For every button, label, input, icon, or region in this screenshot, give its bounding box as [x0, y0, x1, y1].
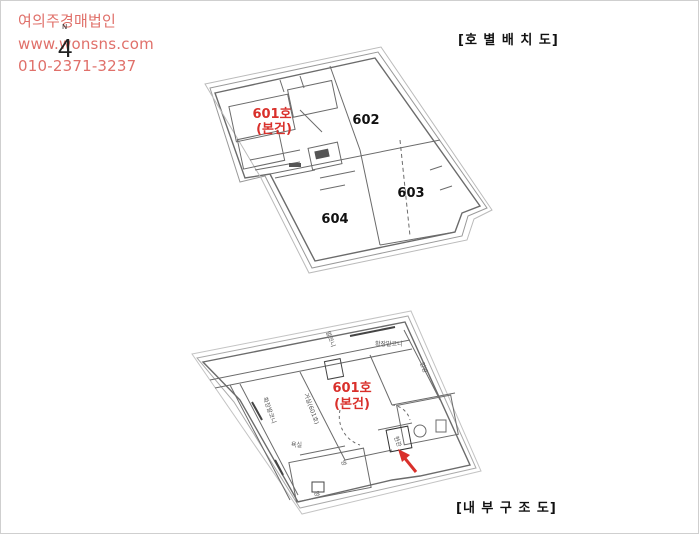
bottom-plan-heading: [내 부 구 조 도]	[456, 501, 557, 516]
watermark-company: 여의주경매법인	[18, 12, 117, 30]
room-label-living: 거실(601호)	[302, 392, 321, 425]
label-601-note: (본건)	[256, 121, 292, 137]
bottom-unit-label: 601호	[332, 381, 371, 396]
room-label-balcony-top: 발코니	[324, 330, 337, 348]
room-label-bathroom: 욕실	[291, 441, 302, 449]
label-602: 602	[352, 113, 379, 128]
bottom-floor-plan	[191, 310, 482, 515]
room-label-entrance: 현관	[392, 435, 403, 449]
bottom-unit-note: (본건)	[334, 396, 370, 412]
room-label-small: 방	[312, 490, 322, 498]
top-floor-plan	[204, 46, 493, 274]
compass-north-letter: N	[62, 23, 68, 31]
label-601: 601호	[252, 107, 291, 122]
room-label-balcony-left: 확장발코니	[261, 396, 278, 425]
watermark-website: www.wonsns.com	[18, 35, 154, 53]
room-label-bedroom: 방	[339, 459, 349, 467]
top-plan-heading: [호 별 배 치 도]	[458, 33, 559, 48]
label-604: 604	[321, 212, 348, 227]
room-label-room-right: 안방	[418, 361, 429, 375]
watermark-phone: 010-2371-3237	[18, 57, 137, 75]
north-arrow-icon: 4	[58, 33, 73, 63]
room-label-balcony-right: 확장발코니	[375, 340, 403, 348]
entrance-arrow	[398, 449, 418, 473]
label-603: 603	[397, 186, 424, 201]
